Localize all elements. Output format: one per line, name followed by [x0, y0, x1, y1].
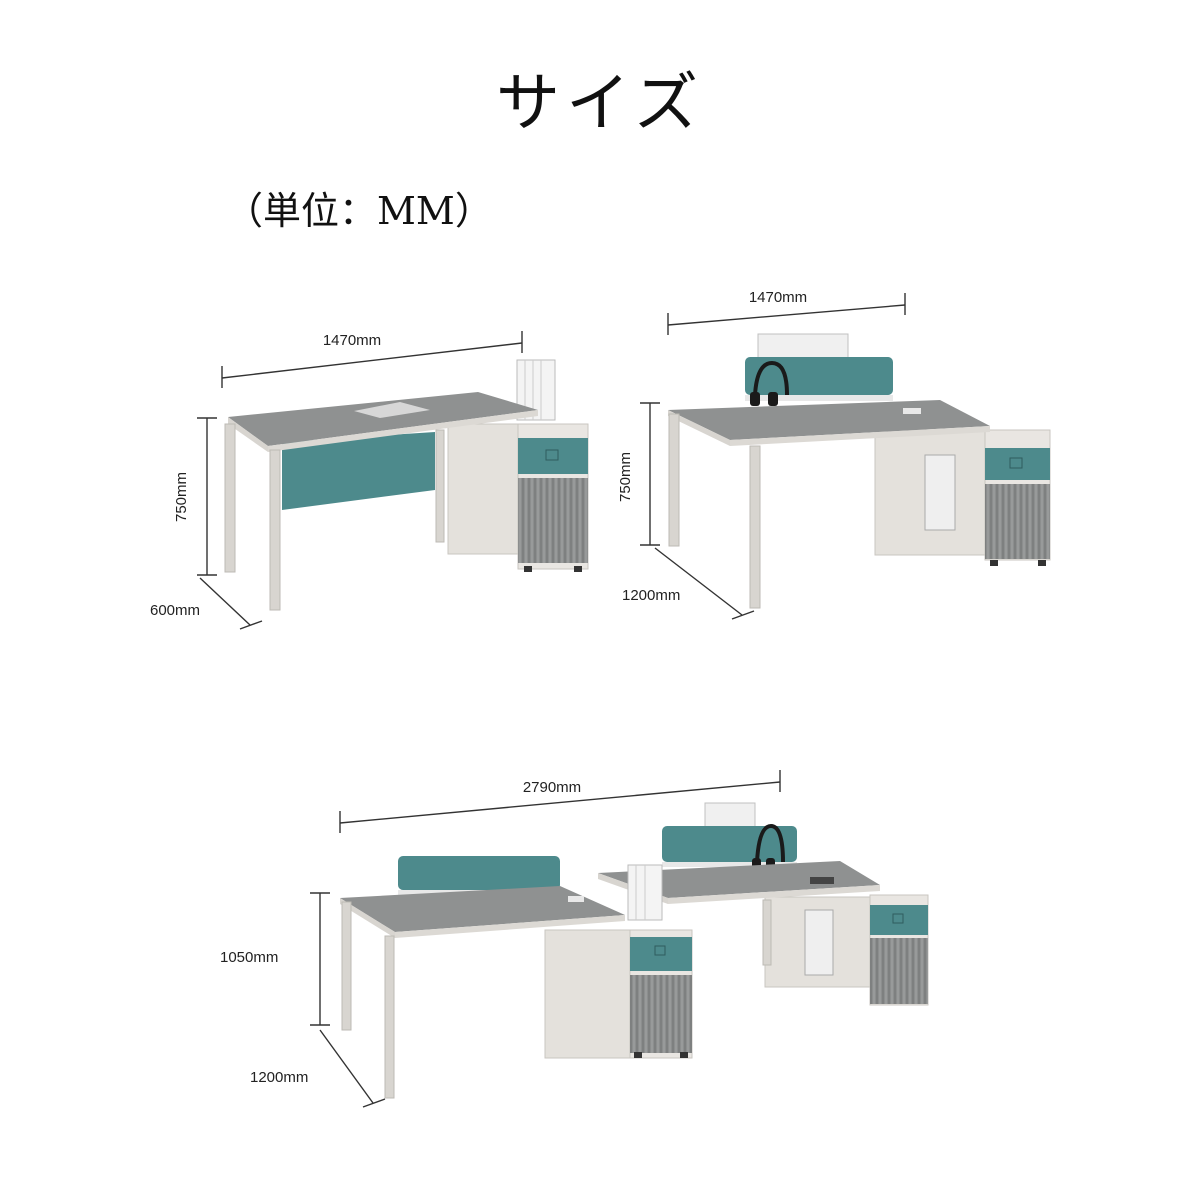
height-label-2: 750mm: [617, 452, 634, 502]
width-dimension-1: 1470mm: [221, 331, 523, 388]
depth-label-1: 600mm: [150, 602, 200, 619]
depth-dimension-3: 1200mm: [250, 1029, 386, 1108]
height-dimension-3: 1050mm: [220, 892, 330, 1026]
height-label-1: 750mm: [173, 472, 190, 522]
height-label-3: 1050mm: [220, 949, 278, 966]
depth-label-3: 1200mm: [250, 1069, 308, 1086]
width-label-3: 2790mm: [523, 779, 581, 796]
height-dimension-1: 750mm: [173, 417, 217, 576]
width-label-2: 1470mm: [749, 289, 807, 306]
depth-dimension-2: 1200mm: [622, 547, 755, 620]
page-title: サイズ: [495, 67, 705, 141]
height-dimension-2: 750mm: [617, 402, 660, 546]
width-dimension-3: 2790mm: [339, 770, 781, 833]
width-dimension-2: 1470mm: [667, 289, 906, 335]
width-label-1: 1470mm: [323, 332, 381, 349]
unit-label: （単位：MM）: [225, 189, 493, 233]
desk-double: 1470mm 750mm 1200mm: [617, 289, 1051, 620]
depth-label-2: 1200mm: [622, 587, 680, 604]
depth-dimension-1: 600mm: [150, 577, 263, 630]
desk-single: 1470mm 750mm 600mm: [150, 331, 589, 630]
desk-quad: 2790mm 1050mm 1200mm: [220, 770, 929, 1108]
